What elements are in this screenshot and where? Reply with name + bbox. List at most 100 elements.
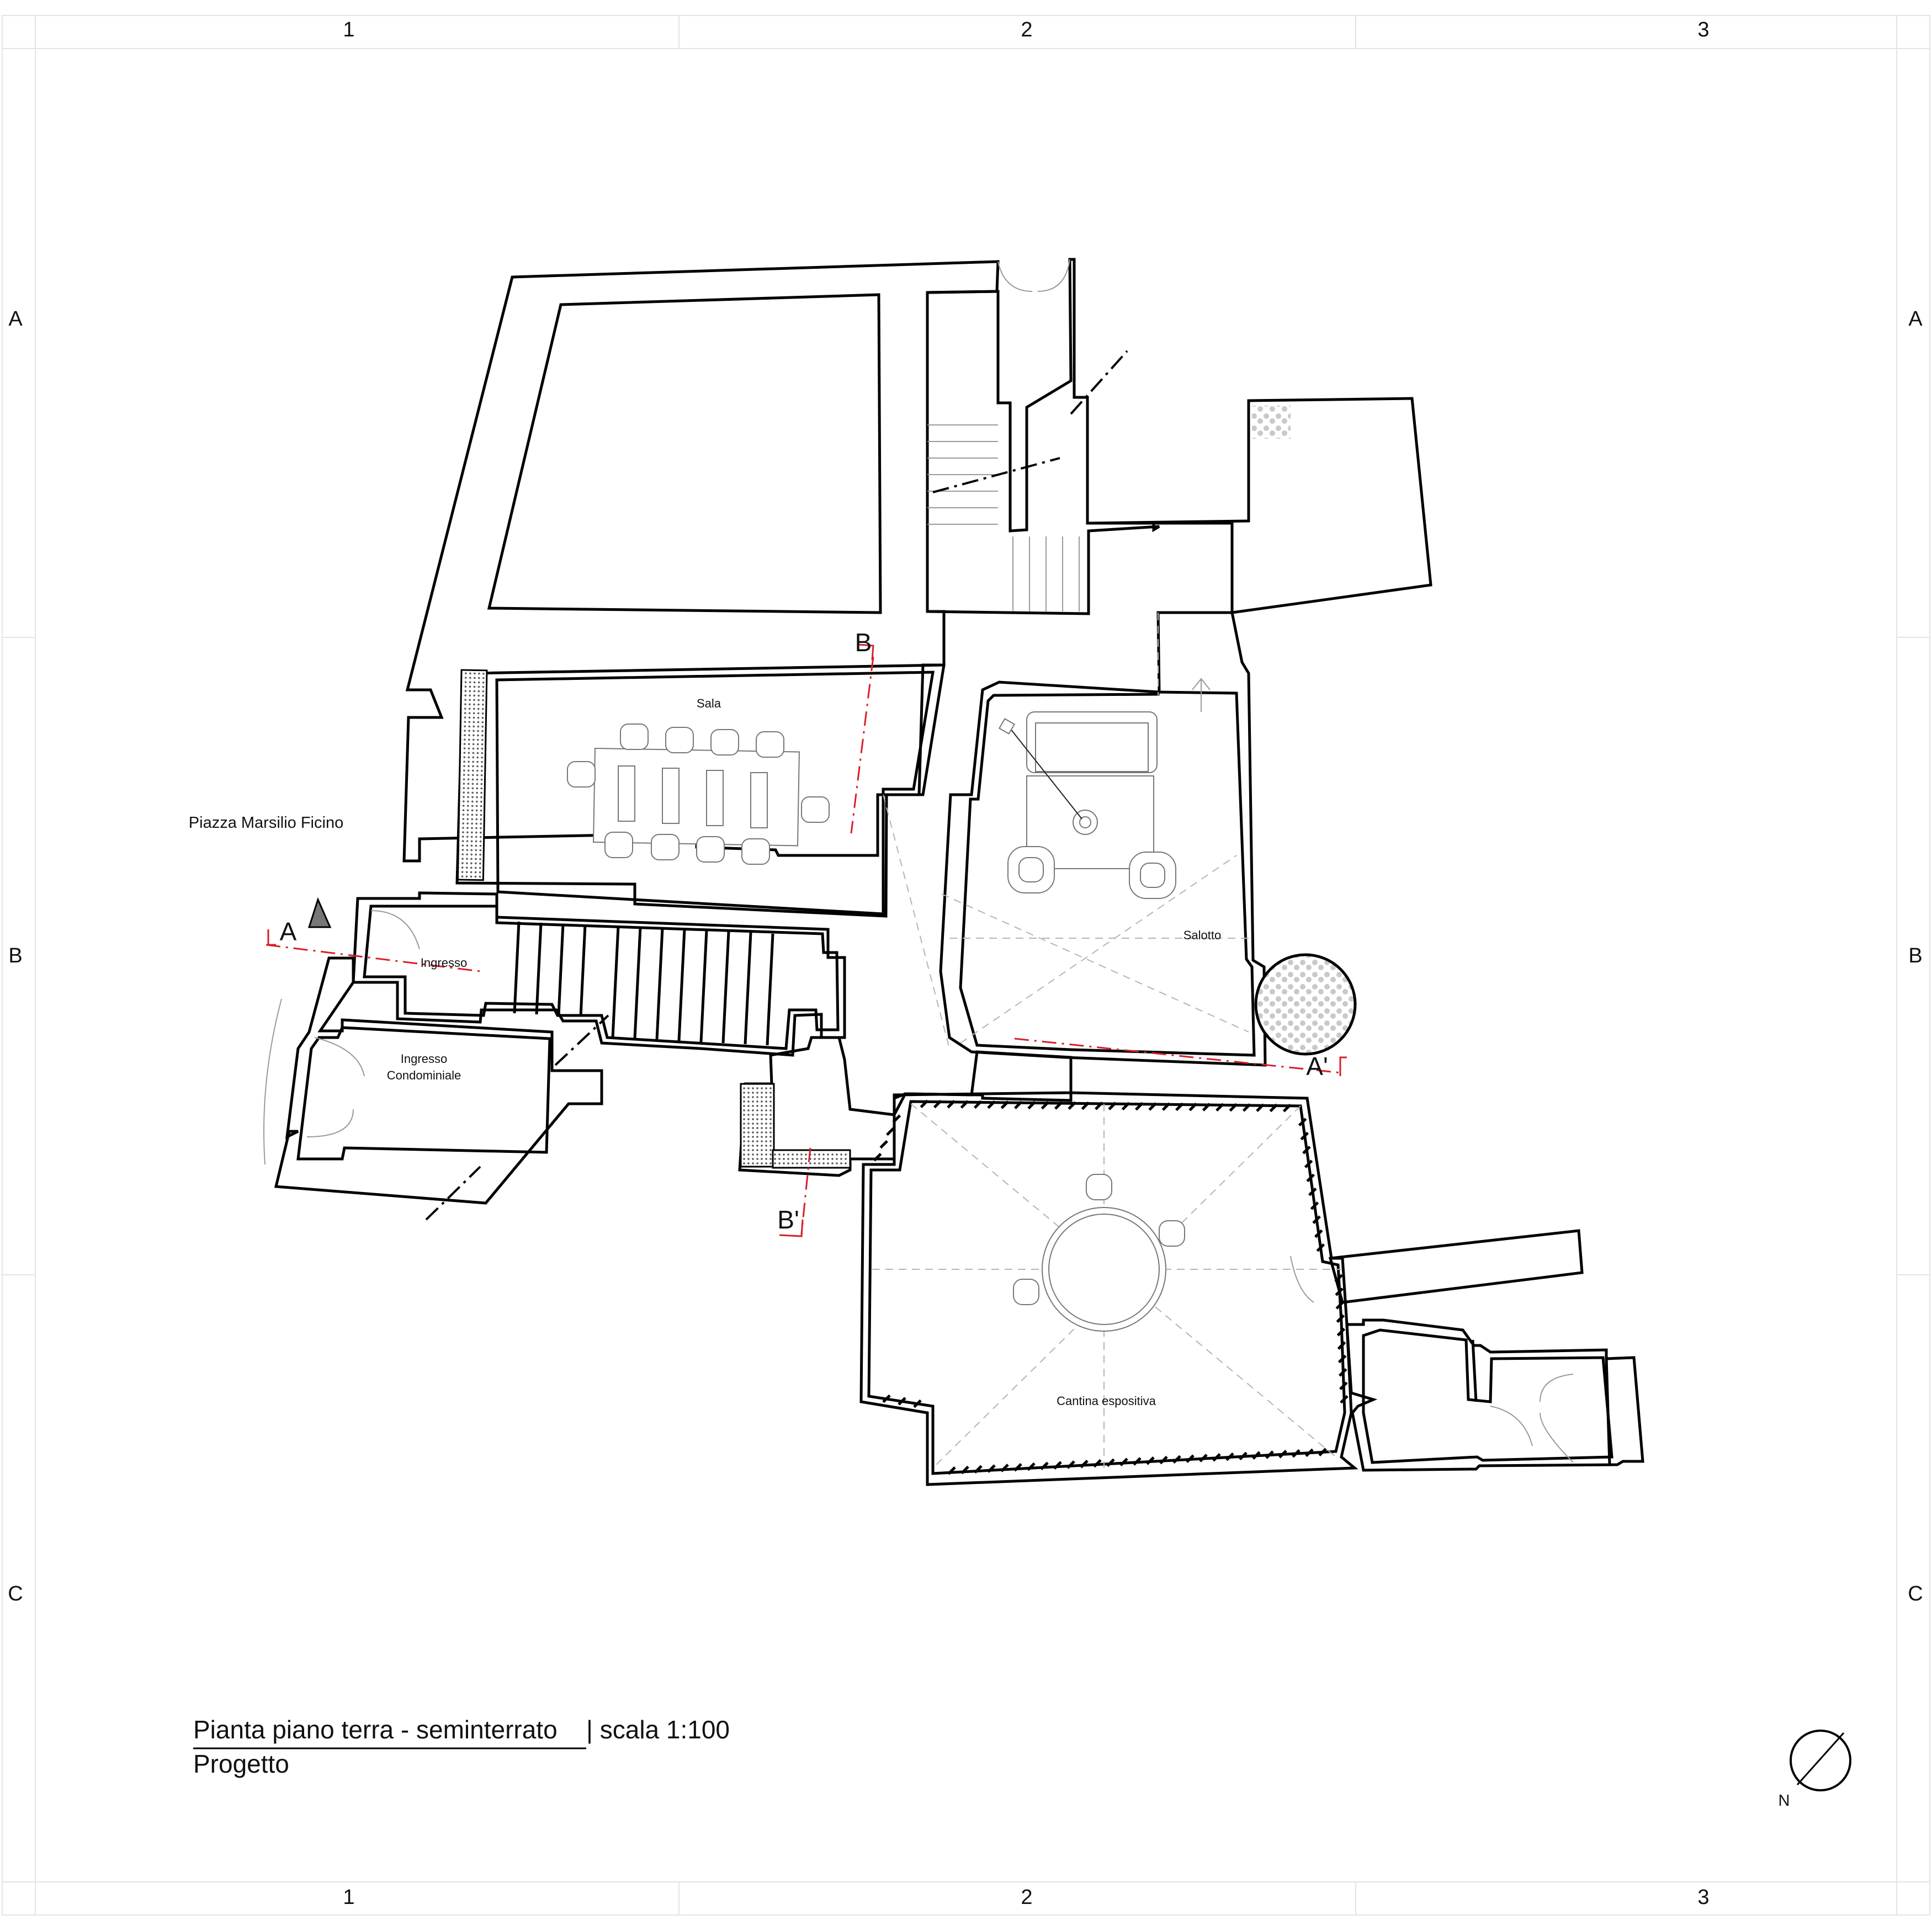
stair-tower-wall [926, 258, 1160, 615]
wine-rack-slot [1188, 1103, 1198, 1111]
black-cut-lines [425, 350, 1128, 1221]
drawing-title: Pianta piano terra - seminterrato [193, 1715, 558, 1744]
pocket-insulation-bottom [772, 1149, 851, 1169]
dining-chair [741, 838, 770, 865]
section-a-arrow [307, 897, 332, 928]
cantina-table [1013, 1174, 1185, 1332]
grid-col-2-bottom: 2 [1021, 1886, 1032, 1909]
wine-rack-slot [1172, 1455, 1181, 1464]
wine-rack-slot [1054, 1101, 1063, 1110]
room-label-ingresso-condominiale-1: Ingresso [401, 1052, 447, 1066]
section-b-start-label: B [855, 628, 872, 657]
section-b-line [779, 643, 874, 1237]
wine-rack-slot [1252, 1451, 1261, 1460]
grid-row-c-right: C [1908, 1582, 1923, 1605]
dining-table [593, 747, 800, 847]
wine-rack-slot [1159, 1455, 1168, 1465]
wine-rack-slot [1216, 1103, 1224, 1112]
wine-rack-slot [1335, 1301, 1345, 1310]
sheet-frame [2, 15, 1930, 1916]
sala-inner-wall [495, 671, 935, 916]
wine-rack-slot [1229, 1103, 1238, 1112]
wine-rack-slot [1312, 1215, 1321, 1224]
planter-gravel [1252, 406, 1291, 439]
ingresso-stairs [513, 921, 774, 1046]
grid-col-2-top: 2 [1021, 18, 1032, 41]
ingresso-inner-wall [363, 905, 840, 1050]
south-east-rooms-wall [1345, 1318, 1644, 1472]
wine-rack-slot [1095, 1102, 1103, 1110]
wine-rack-slot [1256, 1103, 1265, 1112]
section-b-end-label: B' [777, 1205, 799, 1234]
wine-rack-slot [1041, 1100, 1050, 1110]
wine-rack-slot [1334, 1274, 1343, 1283]
wine-rack-slot [1175, 1102, 1184, 1111]
wine-rack-slot [947, 1466, 956, 1475]
grid-col-3-top: 3 [1697, 18, 1709, 41]
wine-rack-slot [1146, 1456, 1155, 1465]
wine-rack-slot [933, 1099, 942, 1109]
wine-rack-slot [1318, 1448, 1327, 1456]
wine-rack-slot [1081, 1101, 1090, 1110]
dining-chair [665, 727, 694, 753]
section-a-line [266, 897, 1347, 1076]
east-annex-wall [1088, 397, 1432, 614]
passage-wall [939, 611, 1267, 1067]
wine-rack-slot [1304, 1159, 1313, 1168]
wine-rack-slot [1199, 1454, 1208, 1462]
north-stairs [927, 424, 1080, 611]
room-label-ingresso-condominiale-2: Condominiale [387, 1068, 461, 1082]
street-label: Piazza Marsilio Ficino [189, 814, 343, 832]
wine-rack-slot [1093, 1459, 1102, 1468]
wine-rack-slot [913, 1399, 922, 1408]
cantina-inner-wall [867, 1100, 1346, 1475]
wine-rack-slot [1242, 1103, 1251, 1112]
wine-rack-slot [1298, 1118, 1307, 1127]
dining-chair [604, 832, 633, 858]
wine-rack-slot [1080, 1460, 1089, 1469]
room-label-cantina: Cantina espositiva [1057, 1394, 1156, 1408]
drawing-scale: | scala 1:100 [586, 1715, 730, 1744]
wine-rack-slot [1013, 1463, 1022, 1472]
dining-chair [651, 834, 680, 860]
dining-chair [801, 796, 830, 823]
dining-chair [696, 836, 725, 863]
wine-rack-slot [1053, 1461, 1062, 1470]
grid-row-a-left: A [8, 307, 23, 331]
wine-rack-slot [1335, 1287, 1344, 1296]
section-a-end-label: A' [1306, 1052, 1328, 1081]
ceiling-guides [872, 613, 1341, 1469]
wine-rack-slot [1338, 1368, 1347, 1377]
wine-rack-slot [1135, 1102, 1144, 1111]
wine-rack-slot [1202, 1103, 1211, 1111]
grid-row-c-left: C [8, 1582, 23, 1605]
wine-rack-slot [1225, 1452, 1234, 1461]
wine-rack-slot [1310, 1201, 1319, 1210]
dining-chair [756, 731, 784, 758]
dining-chair [567, 761, 596, 788]
room-label-sala: Sala [697, 696, 721, 710]
north-label: N [1779, 1792, 1790, 1810]
grid-col-3-bottom: 3 [1697, 1886, 1709, 1909]
wine-rack-slot [1300, 1131, 1309, 1141]
salotto-furniture [998, 678, 1211, 899]
wine-rack-slot [1305, 1448, 1314, 1457]
south-east-partition-2 [1605, 1358, 1611, 1465]
wine-rack-slot [1340, 1395, 1349, 1404]
doors [263, 259, 1574, 1463]
grid-row-a-right: A [1908, 307, 1923, 331]
wine-rack-slot [898, 1397, 906, 1406]
tree [1254, 953, 1357, 1056]
wine-rack-slot [1027, 1100, 1036, 1110]
wine-rack-slot [960, 1465, 969, 1475]
wine-rack-slot [960, 1100, 969, 1109]
wine-rack-slot [973, 1100, 983, 1109]
wine-rack-slot [1269, 1103, 1278, 1113]
cantina-wine-racks [873, 1099, 1349, 1475]
wine-rack-slot [1314, 1229, 1323, 1238]
dining-chair [710, 729, 739, 756]
wine-rack-slot [947, 1100, 956, 1109]
south-east-inner-wall [1362, 1328, 1613, 1464]
salotto-inner-wall [959, 690, 1256, 1057]
